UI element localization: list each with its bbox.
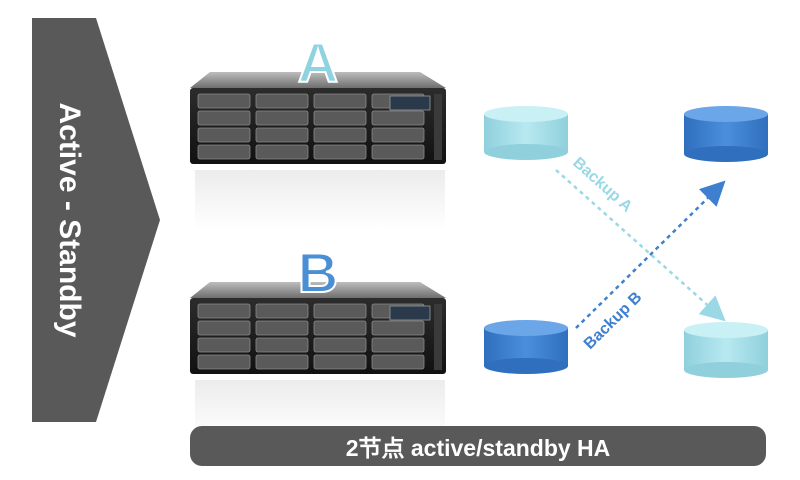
backup-a-label: Backup A xyxy=(569,154,635,216)
backup-b-arrow xyxy=(575,180,726,329)
caption-bar: 2节点 active/standby HA xyxy=(190,426,766,466)
disk-a-primary xyxy=(484,106,568,160)
lcd-panel xyxy=(389,95,431,111)
backup-a-arrow xyxy=(555,169,726,322)
caption-text: 2节点 active/standby HA xyxy=(345,435,611,461)
banner-label: Active - Standby xyxy=(53,102,86,337)
server-a-label: A xyxy=(298,31,338,94)
disk-a-backup xyxy=(684,106,768,162)
chassis-top xyxy=(190,72,446,88)
server-reflection xyxy=(195,170,445,230)
server-b: B xyxy=(190,240,446,440)
disk-b-primary xyxy=(484,320,568,374)
chassis-top xyxy=(190,282,446,298)
disk-b-backup xyxy=(684,322,768,378)
lcd-panel xyxy=(389,305,431,321)
server-a: A xyxy=(190,30,446,230)
chassis-handle xyxy=(434,304,442,370)
backup-b-label: Backup B xyxy=(581,289,645,353)
server-b-label: B xyxy=(298,241,338,304)
role-banner: Active - Standby xyxy=(32,18,160,422)
chassis-handle xyxy=(434,94,442,160)
